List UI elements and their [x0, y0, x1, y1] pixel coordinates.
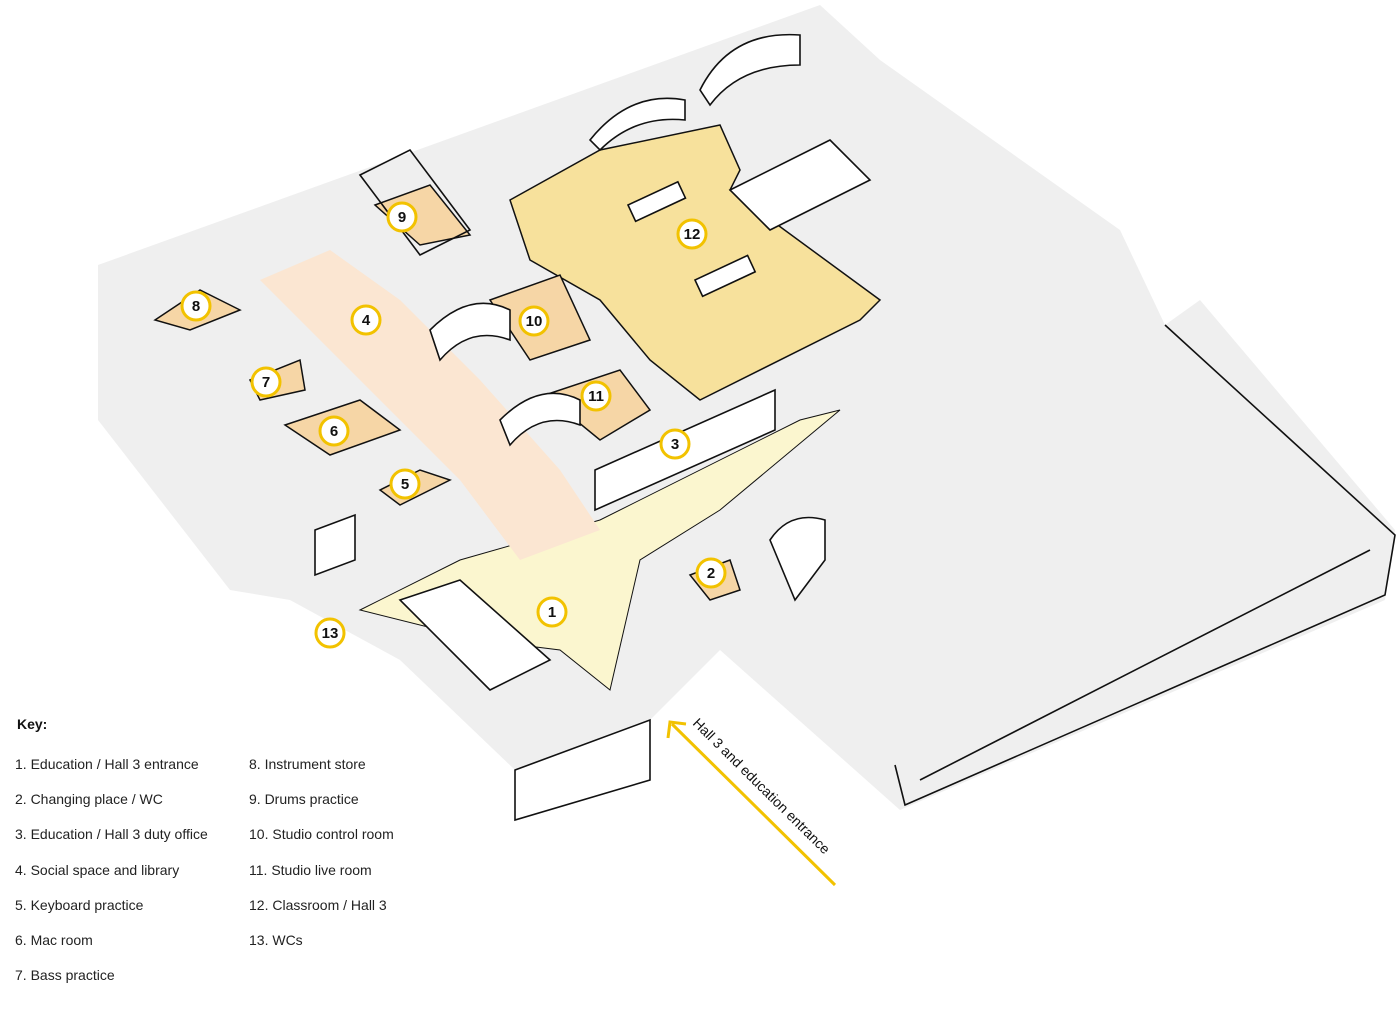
- classroom-floor: [509, 124, 882, 401]
- marker-ring: [695, 557, 727, 589]
- room-marker-3: 3: [659, 428, 691, 460]
- key-item: 3. Education / Hall 3 duty office: [15, 826, 208, 843]
- room-marker-6: 6: [318, 415, 350, 447]
- marker-number: 9: [398, 209, 406, 226]
- room-marker-8: 8: [180, 290, 212, 322]
- room-marker-2: 2: [695, 557, 727, 589]
- marker-ring: [580, 380, 612, 412]
- key-item: 13. WCs: [249, 932, 303, 948]
- marker-number: 5: [401, 476, 409, 493]
- marker-ring: [350, 304, 382, 336]
- marker-ring: [180, 290, 212, 322]
- key-item: 9. Drums practice: [249, 791, 359, 808]
- key-item: 5. Keyboard practice: [15, 896, 144, 913]
- key-title: Key:: [17, 716, 48, 732]
- marker-number: 1: [548, 604, 556, 621]
- marker-number: 11: [588, 388, 604, 405]
- marker-ring: [659, 428, 691, 460]
- marker-ring: [250, 366, 282, 398]
- room-marker-7: 7: [250, 366, 282, 398]
- key-item: 12. Classroom / Hall 3: [249, 896, 387, 913]
- key-item: 10. Studio control room: [249, 826, 394, 843]
- key-item: 2. Changing place / WC: [15, 791, 163, 808]
- marker-number: 7: [262, 374, 270, 391]
- marker-ring: [676, 218, 708, 250]
- room-marker-9: 9: [386, 201, 418, 233]
- key-item: 1. Education / Hall 3 entrance: [15, 756, 199, 772]
- marker-number: 8: [192, 298, 200, 315]
- marker-number: 2: [707, 565, 715, 582]
- marker-ring: [536, 596, 568, 628]
- marker-number: 3: [671, 436, 679, 453]
- key-item: 11. Studio live room: [249, 861, 372, 878]
- room-marker-4: 4: [350, 304, 382, 336]
- room-marker-1: 1: [536, 596, 568, 628]
- room-marker-10: 10: [518, 305, 550, 337]
- marker-number: 13: [322, 625, 339, 642]
- marker-number: 10: [526, 313, 543, 330]
- key-item: 8. Instrument store: [249, 756, 366, 772]
- marker-ring: [389, 468, 421, 500]
- marker-ring: [314, 617, 346, 649]
- marker-ring: [518, 305, 550, 337]
- room-marker-11: 11: [580, 380, 612, 412]
- marker-ring: [318, 415, 350, 447]
- room-marker-13: 13: [314, 617, 346, 649]
- room-marker-5: 5: [389, 468, 421, 500]
- room-marker-12: 12: [676, 218, 708, 250]
- key-item: 4. Social space and library: [15, 861, 180, 878]
- key-item: 6. Mac room: [15, 932, 93, 948]
- marker-ring: [386, 201, 418, 233]
- marker-number: 6: [330, 423, 338, 440]
- entrance-label: Hall 3 and education entrance: [690, 715, 834, 857]
- marker-number: 12: [684, 226, 701, 243]
- social-space-floor: [260, 250, 600, 560]
- key-item: 7. Bass practice: [15, 967, 115, 984]
- marker-number: 4: [362, 312, 371, 329]
- entrance-arrow: Hall 3 and education entrance: [666, 715, 837, 887]
